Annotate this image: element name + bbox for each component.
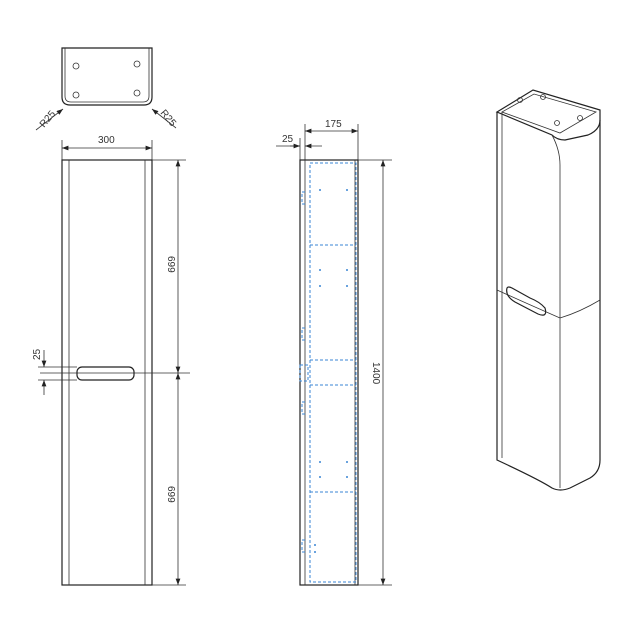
front-view: 300 699 699 25 — [32, 135, 190, 586]
door-handle-3d — [506, 286, 547, 316]
side-view: 175 25 1400 — [276, 119, 392, 586]
top-view: R25 R25 — [35, 47, 179, 131]
hidden-shelf-pins — [314, 189, 348, 553]
depth-label: 175 — [325, 119, 342, 130]
mount-hole — [133, 60, 141, 68]
offset-label: 25 — [282, 134, 294, 145]
radius-left-label: R25 — [38, 108, 59, 129]
mount-hole — [133, 89, 141, 97]
upper-height-label: 699 — [165, 256, 176, 273]
total-height-label: 1400 — [370, 362, 381, 385]
isometric-view — [495, 89, 601, 491]
mount-hole — [72, 91, 80, 99]
width-label: 300 — [98, 135, 115, 146]
door-handle — [76, 366, 135, 381]
lower-height-label: 699 — [165, 486, 176, 503]
handle-gap-label: 25 — [32, 348, 43, 360]
radius-right-label: R25 — [158, 108, 179, 129]
mount-hole — [72, 62, 80, 70]
